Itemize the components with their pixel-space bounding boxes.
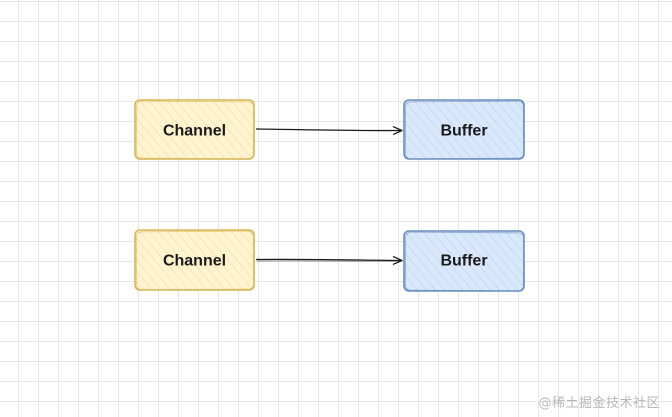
channel-node-1-label: Channel [163, 123, 226, 140]
buffer-node-2[interactable]: Buffer [403, 230, 525, 292]
watermark-text: @稀土掘金技术社区 [538, 396, 660, 411]
buffer-node-1-hatch [404, 100, 524, 159]
channel-node-1-border [134, 99, 255, 160]
channel-node-1-sketch [135, 100, 255, 160]
buffer-node-1-sketch [404, 100, 525, 160]
channel-node-2-hatch [135, 230, 254, 290]
buffer-node-2-hatch [404, 231, 524, 291]
buffer-node-1-label: Buffer [440, 123, 487, 140]
buffer-node-1[interactable]: Buffer [403, 99, 525, 160]
channel-node-1[interactable]: Channel [134, 99, 255, 160]
buffer-node-2-label: Buffer [440, 253, 487, 270]
buffer-node-1-border [403, 99, 525, 160]
arrow-connector-1 [255, 125, 403, 136]
channel-node-2-border [134, 229, 255, 291]
channel-node-2[interactable]: Channel [134, 229, 255, 291]
channel-node-2-label: Channel [163, 253, 226, 270]
arrow-connector-2 [255, 255, 403, 266]
channel-node-2-sketch [135, 230, 255, 291]
channel-node-1-hatch [135, 100, 254, 159]
buffer-node-2-sketch [404, 231, 525, 292]
buffer-node-2-border [403, 230, 525, 292]
